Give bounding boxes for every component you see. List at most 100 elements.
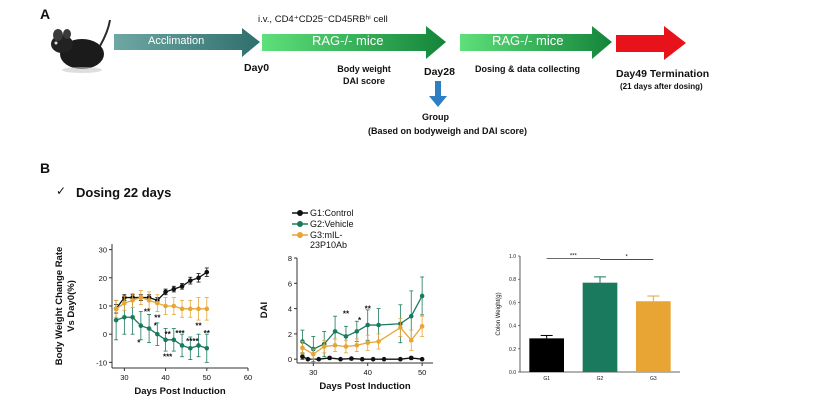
x-tick-label: 30 xyxy=(120,373,128,382)
data-point xyxy=(130,314,135,320)
legend-label: G1:Control xyxy=(310,208,354,218)
data-point xyxy=(188,345,193,351)
injection-note: i.v., CD4⁺CD25⁻CD45RBʰⁱ cell xyxy=(258,14,388,25)
series-line xyxy=(302,325,423,355)
data-point xyxy=(146,326,152,331)
series-line xyxy=(115,271,208,310)
x-axis-label: Days Post Induction xyxy=(319,381,411,392)
data-point xyxy=(381,356,387,362)
data-point xyxy=(316,356,322,362)
rag-arrow-2 xyxy=(460,26,612,59)
dai-label: DAI score xyxy=(342,76,386,86)
data-point xyxy=(349,356,354,361)
x-tick-label: G2 xyxy=(597,376,604,382)
data-point xyxy=(155,331,160,337)
data-point xyxy=(204,269,210,275)
data-point xyxy=(419,324,425,329)
data-point xyxy=(408,355,414,361)
significance-mark: * xyxy=(137,339,141,348)
y-tick-label: 0 xyxy=(103,330,107,339)
acclimation-arrow xyxy=(114,28,260,57)
y-tick-label: 6 xyxy=(288,279,292,288)
data-point xyxy=(204,345,210,351)
data-point xyxy=(343,344,349,349)
data-point xyxy=(408,337,414,343)
data-point xyxy=(188,306,193,312)
check-icon: ✓ xyxy=(56,184,67,198)
data-point xyxy=(370,356,376,362)
timeline-arrows xyxy=(114,26,686,60)
dosing-label: Dosing & data collecting xyxy=(475,64,581,74)
termination-arrow xyxy=(616,26,686,60)
data-point xyxy=(354,342,360,348)
day49-note: (21 days after dosing) xyxy=(620,82,703,91)
y-axis-label: Body Weight Change Rate xyxy=(54,247,65,366)
data-point xyxy=(171,303,177,309)
y-tick-label: 0.0 xyxy=(509,370,516,376)
significance-mark: *** xyxy=(163,353,173,362)
panel-b-label: B xyxy=(40,160,51,176)
data-point xyxy=(343,334,349,339)
data-point xyxy=(398,325,403,330)
significance-mark: * xyxy=(154,322,158,331)
data-point xyxy=(179,343,185,348)
data-point xyxy=(138,295,144,300)
significance-mark: ** xyxy=(204,329,211,338)
data-point xyxy=(300,354,305,359)
data-point xyxy=(113,317,119,323)
significance-mark: **** xyxy=(186,337,199,346)
data-point xyxy=(179,306,185,312)
data-point xyxy=(338,356,343,362)
series-line xyxy=(115,296,207,310)
data-point xyxy=(419,293,425,299)
significance-mark: *** xyxy=(175,329,185,338)
data-point xyxy=(204,306,210,312)
significance-mark: * xyxy=(625,254,628,260)
legend-label: G3:mIL-23P10Ab xyxy=(310,230,348,250)
stage-rag-2: RAG-/- mice xyxy=(492,33,564,48)
data-point xyxy=(327,355,332,361)
data-point xyxy=(163,289,168,295)
y-tick-label: 0.4 xyxy=(509,324,516,330)
data-point xyxy=(419,356,425,362)
data-point xyxy=(359,356,365,362)
significance-mark: ** xyxy=(195,322,202,331)
group-label: Group xyxy=(422,112,449,122)
y-axis-label: Colon Weight(g) xyxy=(496,292,502,335)
data-point xyxy=(311,351,316,357)
rag-arrow-1 xyxy=(262,26,446,59)
data-point xyxy=(130,298,135,303)
day49-label: Day49 Termination xyxy=(616,68,710,80)
bar xyxy=(582,282,618,372)
x-tick-label: 50 xyxy=(203,373,211,382)
data-point xyxy=(113,306,119,312)
data-point xyxy=(196,343,201,348)
data-point xyxy=(155,300,160,306)
significance-mark: ** xyxy=(343,310,350,319)
data-point xyxy=(332,342,338,348)
down-arrow-icon xyxy=(429,81,447,107)
x-tick-label: 60 xyxy=(244,373,252,382)
data-point xyxy=(398,356,403,362)
data-point xyxy=(171,337,177,343)
mouse-icon xyxy=(51,19,111,73)
day0-label: Day0 xyxy=(244,62,270,74)
bw-label: Body weight xyxy=(337,64,391,74)
data-point xyxy=(188,278,193,283)
stage-acclimation: Acclimation xyxy=(148,35,205,47)
y-tick-label: -10 xyxy=(96,358,107,367)
y-tick-label: 2 xyxy=(288,330,292,339)
y-tick-label: 30 xyxy=(99,246,107,255)
data-point xyxy=(300,345,305,351)
data-point xyxy=(122,314,127,320)
data-point xyxy=(122,300,127,306)
bar xyxy=(636,301,671,372)
y-tick-label: 8 xyxy=(288,254,292,263)
data-point xyxy=(408,313,414,319)
panel-a-label: A xyxy=(40,6,51,22)
y-tick-label: 4 xyxy=(288,305,292,314)
series-line xyxy=(302,295,423,350)
